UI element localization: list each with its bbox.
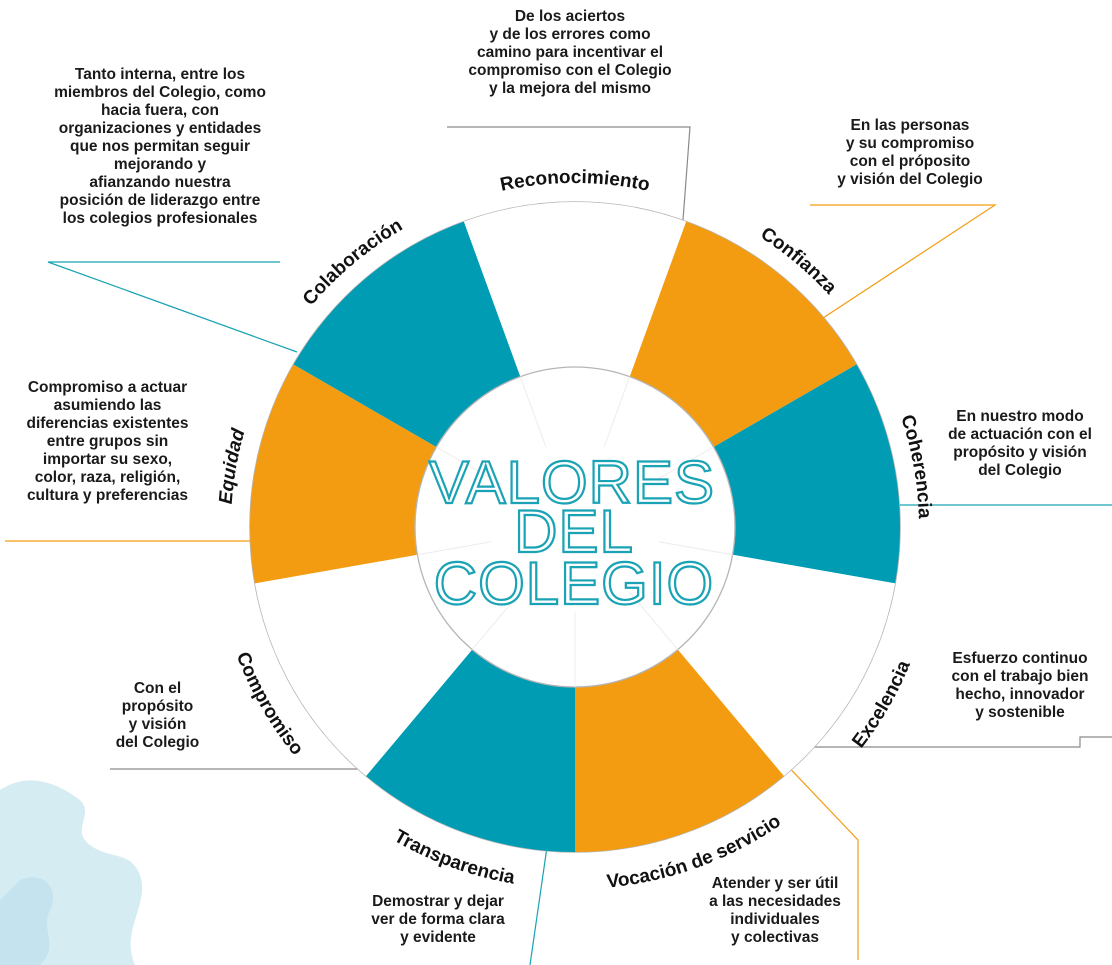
wheel-segments (249, 201, 901, 853)
inner-divider (629, 591, 679, 650)
description-vocacion-de-servicio: Atender y ser útil a las necesidades ind… (709, 875, 841, 946)
inner-divider (436, 446, 502, 485)
leader-line-vocacion-de-servicio (779, 757, 859, 960)
description-excelencia: Esfuerzo continuo con el trabajo bien he… (951, 650, 1089, 721)
leader-line-confianza (810, 204, 998, 319)
inner-divider (603, 376, 631, 448)
segment-reconocimiento (463, 202, 687, 377)
segment-label-equidad: Equidad (216, 426, 250, 505)
segment-compromiso (254, 554, 473, 776)
inner-divider (519, 376, 547, 448)
inner-divider (648, 446, 714, 485)
inner-divider (658, 541, 733, 556)
segment-colaboracion (293, 221, 521, 447)
inner-divider (417, 541, 492, 556)
center-title: VALORES DEL COLEGIO (428, 448, 715, 618)
wheel-dividers (417, 376, 733, 687)
description-colaboracion: Tanto interna, entre los miembros del Co… (54, 66, 266, 227)
segment-label-reconocimiento: Reconocimiento (498, 167, 651, 196)
description-equidad: Compromiso a actuar asumiendo las difere… (26, 379, 189, 504)
leader-line-reconocimiento (447, 126, 691, 261)
leader-lines (5, 126, 1112, 965)
segment-vocacion-de-servicio (575, 649, 784, 852)
inner-divider (471, 591, 521, 650)
description-transparencia: Demostrar y dejar ver de forma clara y e… (371, 893, 505, 946)
segment-equidad (250, 364, 437, 584)
description-coherencia: En nuestro modo de actuación con el prop… (948, 408, 1092, 479)
center-title-line-1: VALORES (429, 449, 715, 516)
decorative-map-shape-2 (0, 877, 54, 965)
center-title-line-2: DEL (514, 498, 634, 565)
leader-line-transparencia (529, 839, 549, 965)
segment-excelencia (677, 554, 896, 776)
description-confianza: En las personas y su compromiso con el p… (837, 117, 983, 188)
segment-coherencia (713, 364, 900, 584)
leader-line-excelencia (800, 736, 1112, 748)
segment-transparencia (366, 649, 575, 852)
segment-confianza (629, 221, 857, 447)
center-title-line-3: COLEGIO (434, 550, 714, 617)
description-reconocimiento: De los aciertos y de los errores como ca… (468, 8, 672, 97)
description-compromiso: Con el propósito y visión del Colegio (115, 680, 200, 751)
leader-line-colaboracion (47, 261, 298, 353)
